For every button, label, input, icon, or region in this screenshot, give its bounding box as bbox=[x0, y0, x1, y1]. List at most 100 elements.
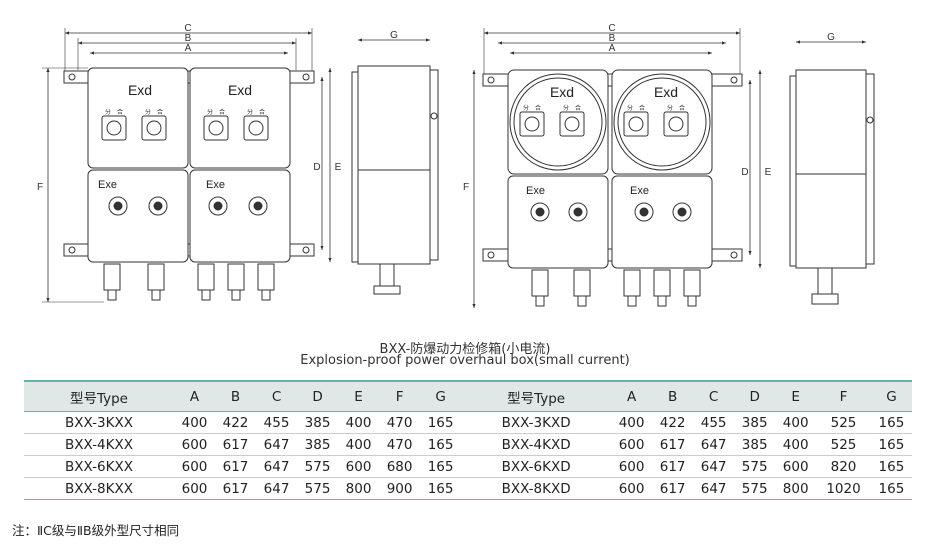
table-cell: 647 bbox=[256, 477, 298, 500]
table-cell: 400 bbox=[611, 411, 653, 434]
exe-label: Exe bbox=[98, 179, 117, 191]
exe-label: Exe bbox=[630, 185, 649, 197]
table-cell: 165 bbox=[420, 477, 462, 500]
caption-english: Explosion-proof power overhaul box(small… bbox=[300, 353, 630, 368]
table-cell: 400 bbox=[338, 433, 380, 456]
col-header-type: 型号Type bbox=[24, 380, 174, 412]
table-cell: 400 bbox=[338, 411, 380, 434]
table-cell: BXX-4KXD bbox=[461, 433, 612, 456]
col-header-e-2: E bbox=[775, 380, 817, 412]
table-cell: 400 bbox=[174, 411, 216, 434]
dim-label-c-left: C bbox=[184, 23, 191, 34]
col-header-c: C bbox=[256, 380, 298, 412]
table-cell: 600 bbox=[611, 477, 653, 500]
dim-label-f-right: F bbox=[463, 182, 469, 193]
side-view-kxx bbox=[351, 38, 439, 295]
table-cell: 455 bbox=[256, 411, 298, 434]
table-cell: 525 bbox=[816, 411, 871, 434]
dim-label-d-right: D bbox=[741, 167, 748, 178]
col-header-g-2: G bbox=[870, 380, 912, 412]
exd-label: Exd bbox=[128, 82, 152, 98]
exd-label: Exd bbox=[550, 84, 574, 100]
table-cell: 617 bbox=[652, 455, 694, 478]
dim-label-e-right: E bbox=[765, 167, 772, 178]
col-header-f: F bbox=[379, 380, 421, 412]
exe-label: Exe bbox=[206, 179, 225, 191]
switch-on-label: 分 bbox=[563, 104, 569, 112]
switch-off-label: 合 bbox=[679, 104, 685, 112]
table-cell: 617 bbox=[652, 433, 694, 456]
caption-chinese: BXX-防爆动力检修箱(小电流) bbox=[379, 342, 551, 357]
switch-on-label: 分 bbox=[523, 104, 529, 112]
col-header-d-2: D bbox=[734, 380, 776, 412]
table-cell: 647 bbox=[693, 477, 735, 500]
col-header-d: D bbox=[297, 380, 339, 412]
table-cell: BXX-6KXX bbox=[24, 455, 174, 478]
table-cell: 647 bbox=[256, 433, 298, 456]
table-cell: 385 bbox=[734, 433, 776, 456]
table-cell: 600 bbox=[775, 455, 817, 478]
technical-drawings: C B A F D E G C B A F D E G Exd Exd Exd … bbox=[37, 23, 875, 308]
table-cell: 165 bbox=[870, 455, 912, 478]
switch-off-label: 合 bbox=[219, 108, 225, 116]
switch-on-label: 分 bbox=[207, 108, 213, 116]
table-cell: 600 bbox=[611, 455, 653, 478]
table-cell: 900 bbox=[379, 477, 421, 500]
table-cell: 647 bbox=[693, 433, 735, 456]
table-cell: 600 bbox=[174, 455, 216, 478]
dim-label-a-left: A bbox=[185, 43, 192, 54]
table-cell: 470 bbox=[379, 433, 421, 456]
front-view-kxd bbox=[472, 28, 762, 308]
dim-label-e-left: E bbox=[335, 162, 342, 173]
switch-off-label: 合 bbox=[117, 108, 123, 116]
table-cell: 470 bbox=[379, 411, 421, 434]
dim-label-c-right: C bbox=[608, 23, 615, 34]
table-cell: 600 bbox=[611, 433, 653, 456]
switch-on-label: 分 bbox=[105, 108, 111, 116]
table-cell: 422 bbox=[652, 411, 694, 434]
dim-label-b-left: B bbox=[185, 33, 192, 44]
col-header-b-2: B bbox=[652, 380, 694, 412]
table-cell: 600 bbox=[174, 477, 216, 500]
table-cell: 165 bbox=[420, 455, 462, 478]
col-header-f-2: F bbox=[816, 380, 871, 412]
table-cell: BXX-6KXD bbox=[461, 455, 612, 478]
col-header-a: A bbox=[174, 380, 216, 412]
table-cell: 165 bbox=[420, 433, 462, 456]
table-cell: 600 bbox=[338, 455, 380, 478]
switch-off-label: 合 bbox=[157, 108, 163, 116]
table-cell: 165 bbox=[870, 477, 912, 500]
switch-on-label: 分 bbox=[627, 104, 633, 112]
table-cell: 385 bbox=[297, 433, 339, 456]
table-cell: 385 bbox=[297, 411, 339, 434]
table-cell: 422 bbox=[215, 411, 257, 434]
table-row: BXX-8KXX 600 617 647 575 800 900 165 BXX… bbox=[24, 477, 912, 500]
dim-label-f-left: F bbox=[37, 182, 43, 193]
table-cell: 617 bbox=[215, 433, 257, 456]
col-header-a-2: A bbox=[611, 380, 653, 412]
table-cell: BXX-3KXX bbox=[24, 411, 174, 434]
spec-table: 型号Type A B C D E F G 型号Type A B C D E F … bbox=[24, 380, 912, 500]
table-row: BXX-4KXX 600 617 647 385 400 470 165 BXX… bbox=[24, 433, 912, 456]
col-header-c-2: C bbox=[693, 380, 735, 412]
table-cell: 165 bbox=[870, 433, 912, 456]
table-cell: BXX-3KXD bbox=[461, 411, 612, 434]
table-cell: BXX-8KXX bbox=[24, 477, 174, 500]
table-cell: 165 bbox=[870, 411, 912, 434]
table-cell: 575 bbox=[734, 477, 776, 500]
table-row: BXX-3KXX 400 422 455 385 400 470 165 BXX… bbox=[24, 411, 912, 434]
table-cell: 455 bbox=[693, 411, 735, 434]
dim-label-g-right: G bbox=[827, 32, 835, 43]
exe-label: Exe bbox=[526, 185, 545, 197]
table-cell: 1020 bbox=[816, 477, 871, 500]
switch-off-label: 合 bbox=[639, 104, 645, 112]
dim-label-d-left: D bbox=[313, 162, 320, 173]
front-view-kxx bbox=[42, 28, 332, 303]
dim-label-a-right: A bbox=[609, 43, 616, 54]
side-view-kxd bbox=[789, 40, 875, 305]
switch-on-label: 分 bbox=[247, 108, 253, 116]
table-cell: 647 bbox=[693, 455, 735, 478]
table-row: BXX-6KXX 600 617 647 575 600 680 165 BXX… bbox=[24, 455, 912, 478]
table-cell: 575 bbox=[734, 455, 776, 478]
table-cell: 647 bbox=[256, 455, 298, 478]
